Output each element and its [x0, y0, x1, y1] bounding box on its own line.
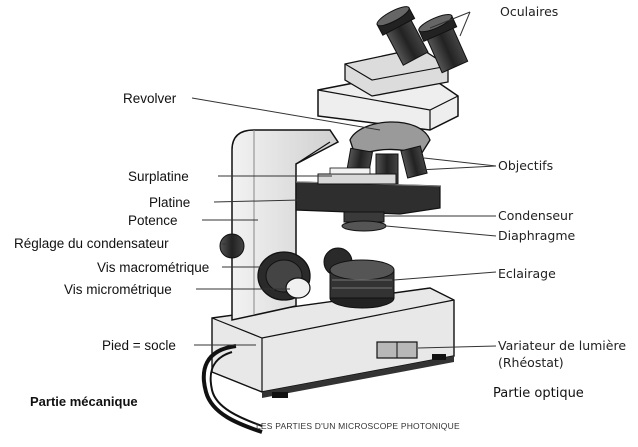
label-revolver: Revolver	[123, 91, 177, 106]
label-objectifs: Objectifs	[498, 158, 554, 173]
section-partie-mecanique: Partie mécanique	[30, 394, 138, 409]
label-diaphragme: Diaphragme	[498, 228, 576, 243]
label-surplatine: Surplatine	[128, 169, 189, 184]
label-oculaires: Oculaires	[500, 4, 559, 19]
figure-caption: LES PARTIES D'UN MICROSCOPE PHOTONIQUE	[256, 421, 460, 431]
label-potence: Potence	[128, 213, 178, 228]
eyepieces	[376, 6, 469, 74]
label-vis-micrometrique: Vis micrométrique	[64, 282, 172, 297]
label-condenseur: Condenseur	[498, 208, 574, 223]
leader-lines	[191, 11, 497, 349]
label-pied-socle: Pied = socle	[102, 338, 176, 353]
label-variateur: Variateur de lumière	[498, 338, 627, 353]
label-vis-macrometrique: Vis macrométrique	[97, 260, 210, 275]
label-eclairage: Eclairage	[498, 266, 556, 281]
base-socle	[201, 287, 455, 434]
section-partie-optique: Partie optique	[493, 386, 584, 401]
power-cord	[201, 344, 263, 434]
label-platine: Platine	[149, 195, 191, 210]
illuminator	[329, 259, 395, 309]
condenser-knob	[219, 233, 245, 259]
condenser-diaphragm	[341, 211, 387, 232]
stage-platine	[295, 167, 441, 215]
label-reglage-condensateur: Réglage du condensateur	[14, 236, 169, 251]
label-rheostat: (Rhéostat)	[498, 355, 564, 370]
